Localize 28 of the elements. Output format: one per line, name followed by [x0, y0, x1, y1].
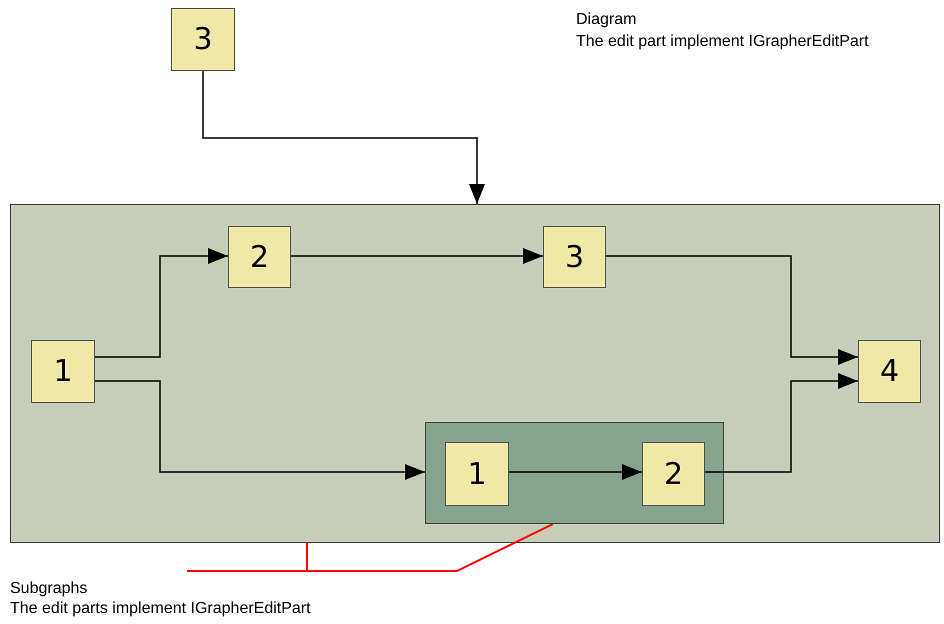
note-text: The edit parts implement IGrapherEditPart: [10, 599, 312, 619]
node-label: 4: [880, 354, 900, 389]
subgraph-panel: [425, 422, 724, 524]
number-box: [543, 226, 606, 288]
node-label: 3: [193, 22, 213, 57]
diagram-panel: [10, 204, 940, 543]
arrow: [291, 248, 543, 264]
arrow: [95, 380, 425, 480]
number-box: [228, 226, 291, 288]
diagram-note: The edit part implement IGrapherEditPart: [576, 32, 869, 52]
number-box: [171, 8, 235, 71]
number-box: [858, 340, 921, 403]
arrow: [509, 464, 642, 480]
number-box: [642, 442, 705, 506]
arrow: [202, 71, 485, 204]
arrow: [95, 248, 228, 358]
node-label: 2: [250, 240, 270, 274]
diagram-heading: Diagram: [576, 10, 636, 30]
arrow: [606, 255, 858, 365]
number-box: [31, 340, 95, 403]
arrow: [705, 373, 858, 473]
node-label: 3: [564, 240, 584, 274]
number-box: [445, 442, 509, 506]
node-label: 1: [53, 354, 73, 389]
note-heading: Subgraphs: [10, 579, 88, 599]
leader-line: [186, 523, 554, 572]
node-label: 1: [467, 456, 487, 492]
node-label: 2: [664, 456, 684, 492]
